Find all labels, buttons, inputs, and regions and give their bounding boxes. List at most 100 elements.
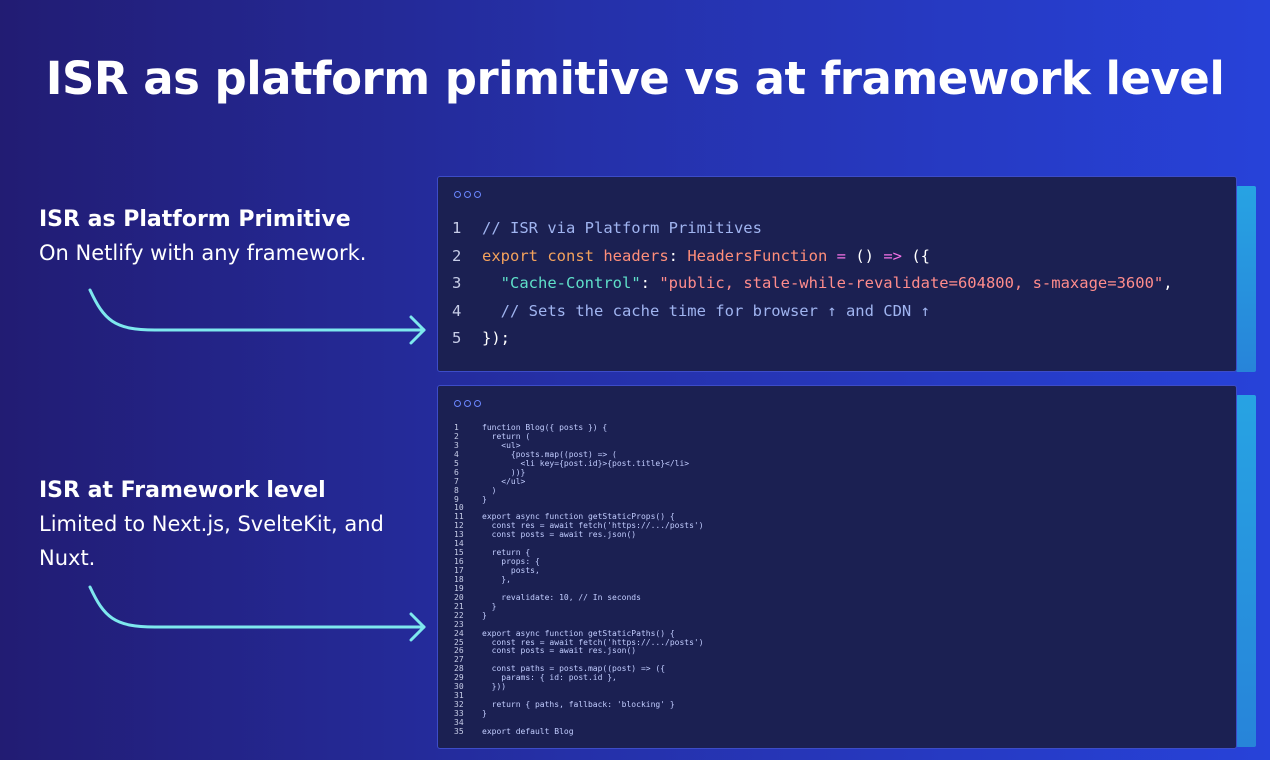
code-token: "public, stale-while-revalidate=604800, … (659, 274, 1164, 292)
code-token: }); (482, 329, 510, 347)
code-line: 19 (454, 583, 704, 594)
code-line: 1// ISR via Platform Primitives (452, 215, 1173, 243)
code-text: const res = await fetch('https://.../pos… (482, 637, 704, 647)
window-dot-icon (454, 400, 461, 407)
code-text: } (482, 610, 487, 620)
framework-code-window: 1 function Blog({ posts }) { 2 return (3 <… (437, 385, 1237, 749)
line-number: 7 (454, 476, 459, 486)
line-number: 33 (454, 709, 464, 718)
line-number: 1 (452, 219, 462, 237)
code-line: 26 const posts = await res.json() (454, 646, 704, 656)
line-number: 8 (454, 485, 459, 495)
code-text: const paths = posts.map((post) => ({ (482, 664, 666, 674)
line-number: 4 (452, 301, 462, 320)
page-title: ISR as platform primitive vs at framewor… (45, 52, 1225, 105)
framework-level-desc: Limited to Next.js, SvelteKit, and Nuxt. (39, 512, 384, 570)
code-text: return { (482, 548, 531, 558)
code-line: 34 (454, 717, 704, 728)
code-text: const posts = await res.json() (482, 646, 637, 656)
line-number: 5 (452, 329, 462, 347)
line-number: 16 (454, 557, 464, 567)
code-line: 3 <ul> (454, 440, 704, 451)
code-line: 33} (454, 709, 704, 719)
code-token: HeadersFunction (687, 246, 828, 265)
code-token: // Sets the cache time for browser ↑ and… (482, 301, 930, 320)
code-text: params: { id: post.id }, (482, 673, 617, 683)
window-controls (454, 191, 481, 198)
line-number: 21 (454, 601, 464, 611)
line-number: 5 (454, 458, 459, 468)
code-line: 5}); (452, 325, 1173, 353)
code-line: 16 props: { (454, 557, 704, 567)
code-text: <ul> (482, 440, 521, 450)
line-number: 34 (454, 717, 464, 727)
code-text: ) (482, 485, 497, 495)
line-number: 35 (454, 726, 464, 736)
line-number: 2 (452, 246, 462, 265)
code-line: 32 return { paths, fallback: 'blocking' … (454, 700, 704, 710)
code-line: 29 params: { id: post.id }, (454, 673, 704, 683)
line-number: 13 (454, 530, 464, 540)
code-line: 23 (454, 619, 704, 630)
code-token: headers (603, 246, 669, 265)
platform-panel-accent-bar (1236, 186, 1256, 372)
code-token: () (855, 246, 884, 265)
code-token: , (1163, 274, 1173, 292)
line-number: 29 (454, 673, 464, 683)
code-text: revalidate: 10, // In seconds (482, 592, 641, 602)
code-text: } (482, 494, 487, 504)
framework-level-title: ISR at Framework level (39, 478, 326, 503)
code-line: 11 export async function getStaticProps()… (454, 512, 704, 522)
code-text: export async function getStaticProps() { (482, 512, 675, 522)
code-line: 18 }, (454, 574, 704, 585)
line-number: 20 (454, 592, 464, 602)
code-line: 27 (454, 655, 704, 665)
line-number: 17 (454, 566, 464, 575)
code-line: 12 const res = await fetch('https://.../… (454, 521, 704, 531)
window-controls (454, 400, 481, 407)
code-text: }, (482, 574, 511, 584)
line-number: 24 (454, 628, 464, 638)
code-text: function Blog({ posts }) { (482, 423, 608, 432)
code-text: posts, (482, 566, 540, 575)
code-line: 7 </ul> (454, 476, 704, 487)
line-number: 23 (454, 619, 464, 629)
code-text: return ( (482, 431, 531, 441)
line-number: 30 (454, 682, 464, 692)
code-line: 25 const res = await fetch('https://.../… (454, 637, 704, 648)
window-dot-icon (464, 400, 471, 407)
code-text: export async function getStaticPaths() { (482, 628, 675, 638)
line-number: 11 (454, 512, 464, 522)
line-number: 1 (454, 423, 459, 432)
line-number: 14 (454, 539, 464, 549)
code-text: "Cache-Control": "public, stale-while-re… (482, 270, 1173, 298)
code-line: 14 (454, 539, 704, 549)
code-token: "Cache-Control" (500, 274, 641, 292)
code-line: 22} (454, 610, 704, 621)
line-number: 19 (454, 583, 464, 593)
code-line: 8 ) (454, 485, 704, 496)
code-text: const posts = await res.json() (482, 530, 637, 540)
arrow-to-framework-code-icon (88, 585, 426, 642)
line-number: 2 (454, 431, 459, 441)
line-number: 10 (454, 503, 464, 513)
code-line: 21 } (454, 601, 704, 612)
code-text: const res = await fetch('https://.../pos… (482, 521, 704, 531)
framework-panel-accent-bar (1236, 395, 1256, 747)
framework-code-block: 1 function Blog({ posts }) { 2 return (3 <… (454, 423, 704, 737)
code-text: {posts.map((post) => ( (482, 449, 617, 459)
line-number: 4 (454, 449, 459, 459)
line-number: 28 (454, 664, 464, 674)
code-line: 4 {posts.map((post) => ( (454, 449, 704, 460)
window-dot-icon (454, 191, 461, 198)
code-line: 13 const posts = await res.json() (454, 530, 704, 540)
line-number: 15 (454, 548, 464, 558)
code-line: 28 const paths = posts.map((post) => ({ (454, 664, 704, 674)
line-number: 3 (452, 274, 462, 292)
code-token: : (640, 274, 660, 292)
line-number: 31 (454, 691, 464, 701)
code-token: => (883, 246, 902, 265)
